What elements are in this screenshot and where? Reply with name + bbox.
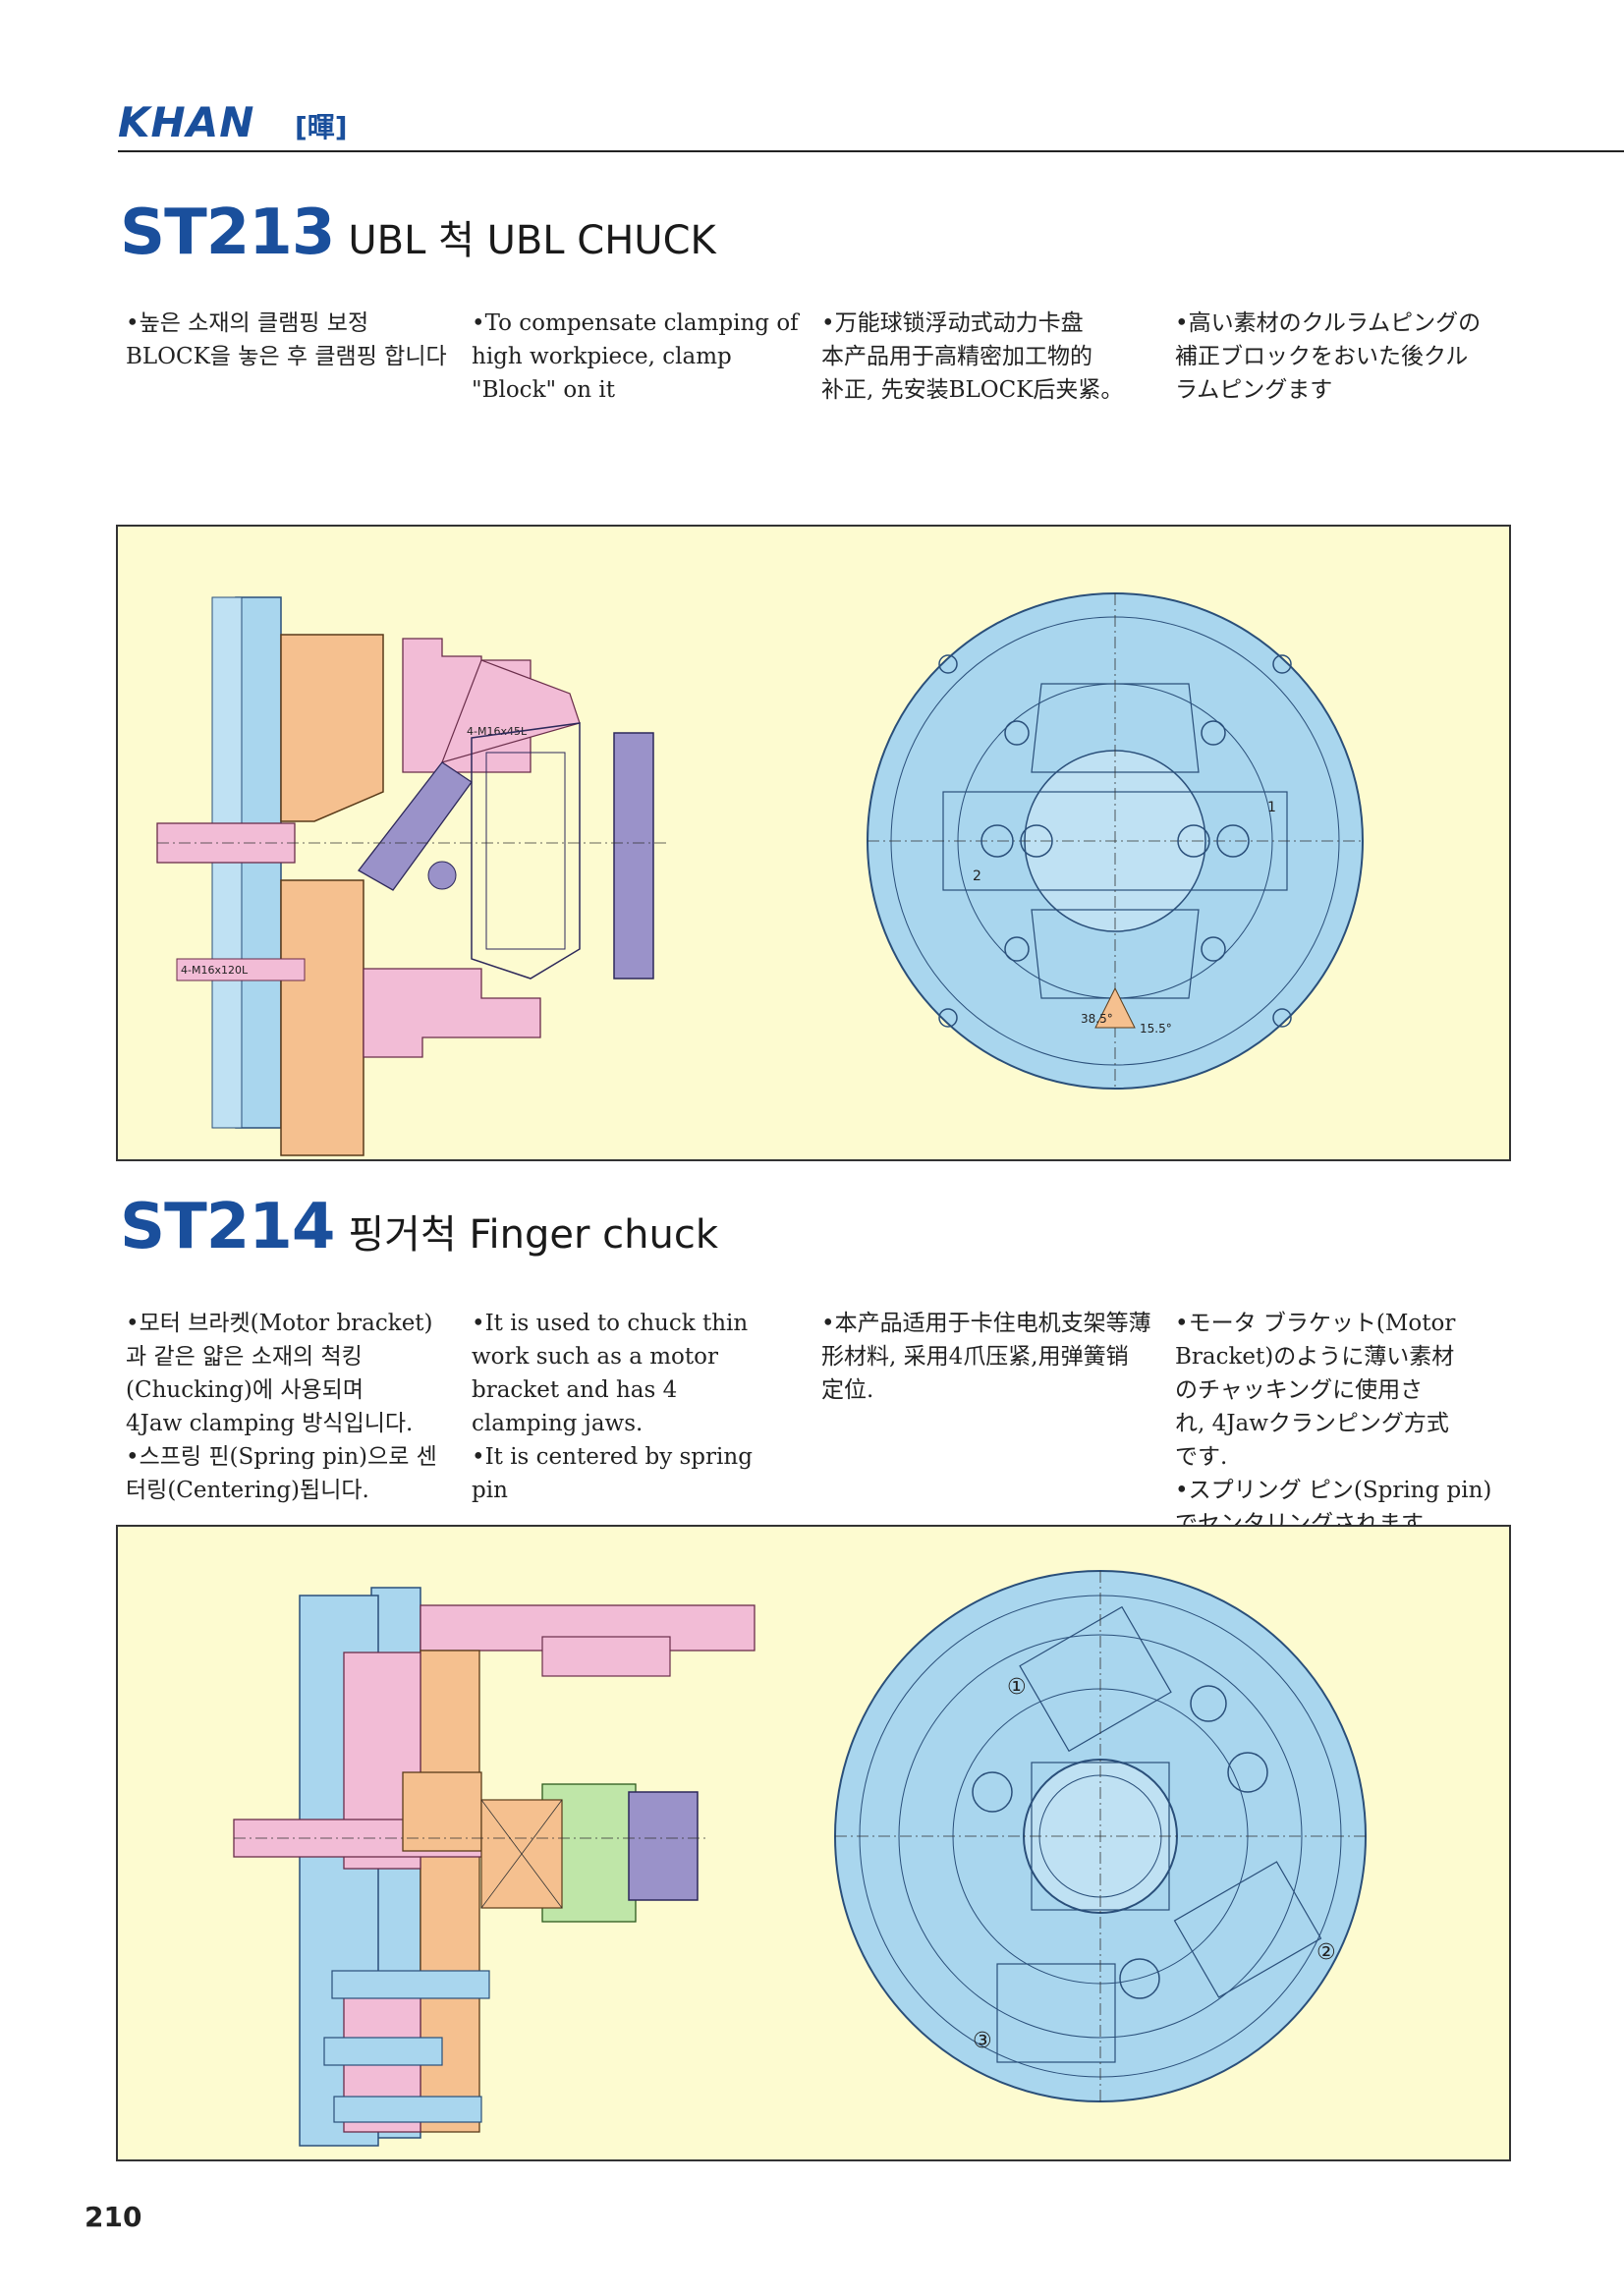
desc-line: bracket and has 4 [472, 1377, 678, 1403]
desc-line: work such as a motor [472, 1344, 718, 1370]
section-code: ST213 [120, 196, 335, 269]
desc-line: •万能球锁浮动式动力卡盘 [821, 310, 1084, 336]
callout-label: ① [1007, 1675, 1027, 1700]
desc-line: •It is centered by spring [472, 1444, 753, 1470]
page-number: 210 [84, 2201, 142, 2233]
desc-ko: •높은 소재의 클램핑 보정 BLOCK을 놓은 후 클램핑 합니다 [126, 307, 460, 373]
callout-label: ② [1316, 1940, 1336, 1965]
drawing-frame-st214: ① ② ③ [116, 1525, 1511, 2161]
desc-line: 定位. [821, 1377, 874, 1403]
front-round-view: ① ② ③ [834, 1570, 1367, 2102]
desc-line: れ, 4Jawクランピング方式 [1175, 1411, 1449, 1436]
desc-zh: •万能球锁浮动式动力卡盘 本产品用于高精密加工物的 补正, 先安装BLOCK后夹… [821, 307, 1155, 407]
front-round-view: 38.5° 15.5° 1 2 [867, 592, 1364, 1090]
brand-logo-cn: [暉] [295, 111, 348, 143]
desc-en: •It is used to chuck thin work such as a… [472, 1307, 806, 1507]
desc-ja: •モータ ブラケット(Motor Bracket)のように薄い素材 のチャッキン… [1175, 1307, 1509, 1540]
section-title-st213: ST213 UBL 척 UBL CHUCK [120, 196, 716, 269]
desc-line: •높은 소재의 클램핑 보정 [126, 310, 369, 336]
desc-line: •To compensate clamping of [472, 310, 799, 336]
header-rule [118, 150, 1624, 152]
desc-line: high workpiece, clamp [472, 344, 732, 369]
desc-line: 과 같은 얇은 소재의 척킹 [126, 1344, 363, 1370]
desc-en: •To compensate clamping of high workpiec… [472, 307, 806, 407]
desc-line: •モータ ブラケット(Motor [1175, 1311, 1456, 1336]
number-label: 2 [973, 868, 981, 884]
desc-line: 补正, 先安装BLOCK后夹紧。 [821, 377, 1124, 403]
desc-line: •스프링 핀(Spring pin)으로 센 [126, 1444, 437, 1470]
section-subtitle: 핑거척 Finger chuck [348, 1212, 719, 1258]
number-label: 1 [1267, 800, 1276, 815]
bolt-label: 4-M16x45L [467, 725, 528, 738]
desc-line: •高い素材のクルラムピングの [1175, 310, 1482, 336]
desc-line: 4Jaw clamping 방식입니다. [126, 1411, 414, 1436]
desc-ko: •모터 브라켓(Motor bracket) 과 같은 얇은 소재의 척킹 (C… [126, 1307, 460, 1507]
angle-label: 38.5° [1081, 1012, 1113, 1026]
callout-label: ③ [973, 2029, 992, 2053]
desc-line: "Block" on it [472, 377, 615, 403]
desc-line: 本产品用于高精密加工物的 [821, 344, 1092, 369]
desc-line: Bracket)のように薄い素材 [1175, 1344, 1455, 1370]
section-code: ST214 [120, 1191, 335, 1263]
drawing-frame-st213: 4-M16x120L 4-M16x45L [116, 525, 1511, 1161]
side-section-view [233, 1587, 756, 2147]
desc-line: pin [472, 1478, 508, 1503]
angle-label: 15.5° [1140, 1022, 1172, 1036]
finger-chuck-drawing: ① ② ③ [233, 1570, 1367, 2147]
brand-logo: KHAN [118, 98, 255, 146]
desc-line: clamping jaws. [472, 1411, 644, 1436]
desc-line: 터링(Centering)됩니다. [126, 1478, 369, 1503]
desc-line: ラムピングます [1175, 377, 1333, 403]
desc-line: •本产品适用于卡住电机支架等薄 [821, 1311, 1151, 1336]
desc-line: です. [1175, 1444, 1228, 1470]
section-title-st214: ST214 핑거척 Finger chuck [120, 1191, 718, 1263]
desc-ja: •高い素材のクルラムピングの 補正ブロックをおいた後クル ラムピングます [1175, 307, 1509, 407]
desc-line: (Chucking)에 사용되며 [126, 1377, 364, 1403]
desc-line: 補正ブロックをおいた後クル [1175, 344, 1469, 369]
desc-line: BLOCK을 놓은 후 클램핑 합니다 [126, 344, 447, 369]
side-section-view: 4-M16x120L 4-M16x45L [156, 596, 668, 1156]
ubl-chuck-drawing: 4-M16x120L 4-M16x45L [156, 592, 1364, 1156]
desc-line: •모터 브라켓(Motor bracket) [126, 1311, 433, 1336]
desc-line: •スプリング ピン(Spring pin) [1175, 1478, 1492, 1503]
desc-zh: •本产品适用于卡住电机支架等薄 形材料, 采用4爪压紧,用弹簧销 定位. [821, 1307, 1155, 1407]
desc-line: •It is used to chuck thin [472, 1311, 749, 1336]
section-subtitle: UBL 척 UBL CHUCK [348, 218, 716, 263]
desc-line: 形材料, 采用4爪压紧,用弹簧销 [821, 1344, 1129, 1370]
desc-line: のチャッキングに使用さ [1175, 1377, 1424, 1403]
bolt-label: 4-M16x120L [181, 964, 249, 977]
